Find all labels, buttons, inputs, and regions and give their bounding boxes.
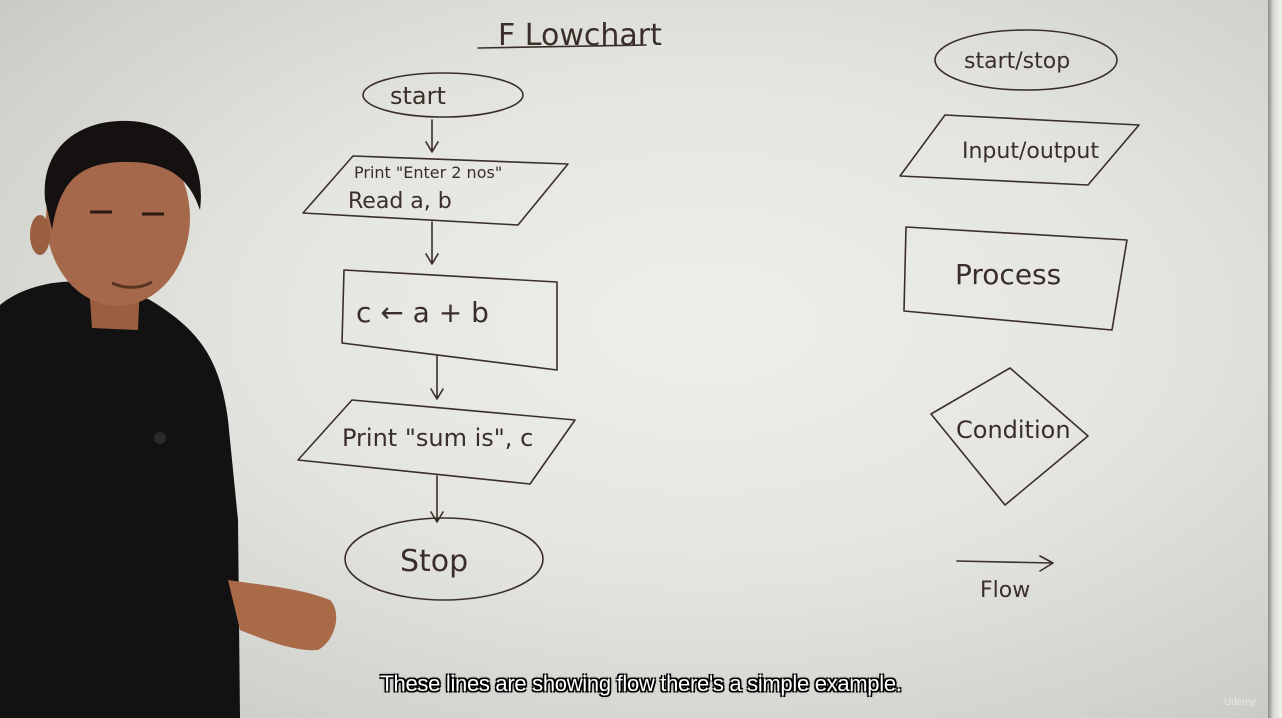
presenter-shirt — [0, 281, 240, 718]
legend-input-output-shape — [899, 114, 1140, 186]
stop-oval — [344, 517, 544, 601]
legend-flow-arrow — [956, 555, 1054, 572]
legend-condition-diamond — [930, 367, 1089, 506]
flow-arrow-2 — [425, 221, 439, 265]
legend-process-label: Process — [955, 258, 1061, 291]
process-label: c ← a + b — [356, 296, 489, 329]
legend-start-stop-label: start/stop — [964, 49, 1070, 74]
process-rectangle — [341, 269, 558, 371]
presenter-hair — [44, 120, 201, 230]
legend-flow-label: Flow — [980, 578, 1030, 603]
output-parallelogram — [297, 399, 576, 485]
presenter-mouth — [111, 280, 153, 289]
legend-input-output-label: Input/output — [962, 139, 1099, 164]
start-label: start — [390, 82, 446, 110]
input-line-2: Read a, b — [348, 189, 452, 214]
presenter-hand — [228, 580, 337, 651]
presenter-face — [46, 130, 190, 306]
whiteboard-edge — [1268, 0, 1282, 718]
subtitle-caption: These lines are showing flow there's a s… — [380, 671, 902, 696]
legend-process-shape — [903, 226, 1128, 331]
presenter — [0, 120, 337, 718]
presenter-eyes — [90, 210, 164, 216]
lapel-microphone — [154, 432, 166, 444]
stop-label: Stop — [400, 544, 468, 579]
flow-arrow-1 — [425, 119, 439, 153]
title-underline — [477, 44, 647, 49]
flow-arrow-3 — [430, 354, 444, 400]
presenter-ear — [30, 215, 50, 255]
output-label: Print "sum is", c — [342, 424, 533, 452]
udemy-watermark: Udemy — [1224, 697, 1256, 708]
legend-condition-label: Condition — [956, 416, 1071, 444]
legend-start-stop-oval — [934, 29, 1118, 91]
flow-arrow-4 — [430, 475, 444, 523]
start-oval — [362, 72, 524, 118]
input-parallelogram — [302, 155, 569, 226]
input-line-1: Print "Enter 2 nos" — [354, 163, 502, 182]
